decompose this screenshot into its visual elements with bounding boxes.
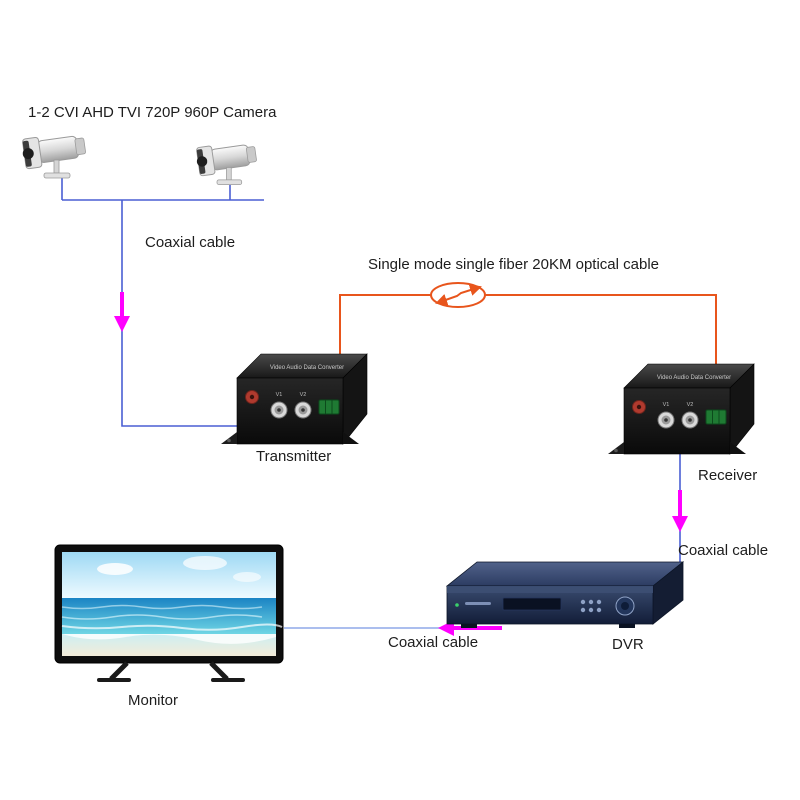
transmitter-label: Transmitter <box>256 448 332 465</box>
monitor-label: Monitor <box>128 692 179 709</box>
dvr-label: DVR <box>612 636 644 653</box>
diagram-title: 1-2 CVI AHD TVI 720P 960P Camera <box>28 104 277 121</box>
fiber-optic-line <box>339 294 717 387</box>
coax-line-cameras-transmitter <box>61 178 264 427</box>
camera-icon-right <box>194 139 259 186</box>
monitor-device <box>54 544 284 682</box>
coaxial-cable-label-right: Coaxial cable <box>678 542 769 559</box>
coaxial-cable-label-bottom: Coaxial cable <box>388 634 479 651</box>
receiver-label: Receiver <box>698 467 758 484</box>
coaxial-cable-label-top: Coaxial cable <box>145 234 236 251</box>
fiber-link-icon <box>430 282 486 308</box>
receiver-device <box>607 363 755 455</box>
fiber-cable-label: Single mode single fiber 20KM optical ca… <box>368 256 659 273</box>
dvr-device <box>445 561 685 628</box>
camera-icon-left <box>20 130 88 179</box>
transmitter-device <box>220 353 368 445</box>
